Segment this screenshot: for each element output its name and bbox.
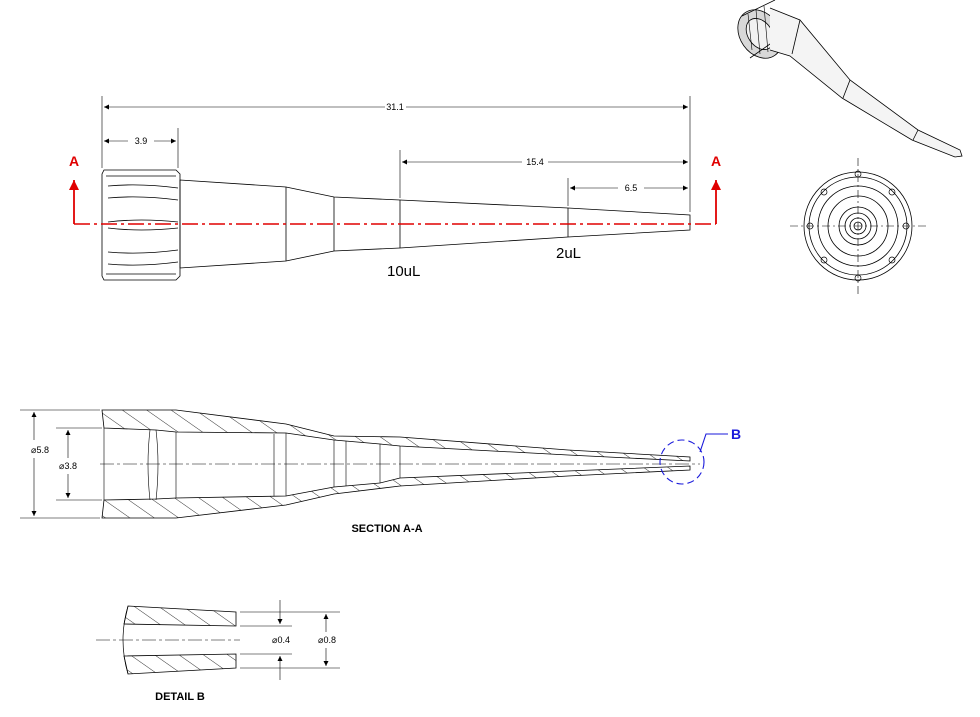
label-2ul: 2uL: [556, 245, 581, 262]
detail-b-view: [96, 605, 240, 675]
detail-dimension-lines: [240, 600, 340, 680]
collar-rib: [107, 249, 179, 254]
inner-diameter-dim: ⌀3.8: [59, 461, 77, 471]
isometric-view: [737, 0, 963, 158]
extension-lines: [101, 96, 691, 212]
length-6-5-dim: 6.5: [625, 183, 638, 193]
section-marker-a-left: A: [69, 153, 79, 169]
outer-diameter-dim: ⌀5.8: [31, 445, 49, 455]
detail-caption: DETAIL B: [155, 691, 205, 703]
section-view: [100, 409, 700, 519]
section-dimension-lines: [20, 409, 102, 519]
overall-length-dim: 31.1: [386, 102, 404, 112]
collar-length-dim: 3.9: [135, 136, 148, 146]
end-view: [790, 158, 926, 294]
section-caption: SECTION A-A: [351, 523, 422, 535]
detail-b-marker: [659, 433, 728, 485]
section-marker-a-right: A: [711, 153, 721, 169]
detail-lower-wall: [123, 653, 237, 675]
collar-outline: [101, 169, 181, 281]
dimension-lines: [104, 104, 688, 191]
length-15-4-dim: 15.4: [526, 157, 544, 167]
end-view-ribs: [806, 170, 910, 282]
tip-inner-diameter-dim: ⌀0.4: [272, 635, 290, 645]
detail-marker-b: B: [731, 426, 741, 442]
collar-rib: [107, 227, 179, 231]
collar-rib: [107, 184, 179, 189]
collar-rib: [107, 261, 179, 266]
collar-rib: [107, 219, 179, 223]
section-line-a: [69, 180, 721, 225]
section-lower-wall: [101, 465, 691, 519]
section-upper-wall: [101, 409, 691, 462]
tip-outer-diameter-dim: ⌀0.8: [318, 635, 336, 645]
label-10ul: 10uL: [387, 263, 420, 280]
collar-rib: [107, 196, 179, 201]
detail-upper-wall: [123, 605, 237, 627]
